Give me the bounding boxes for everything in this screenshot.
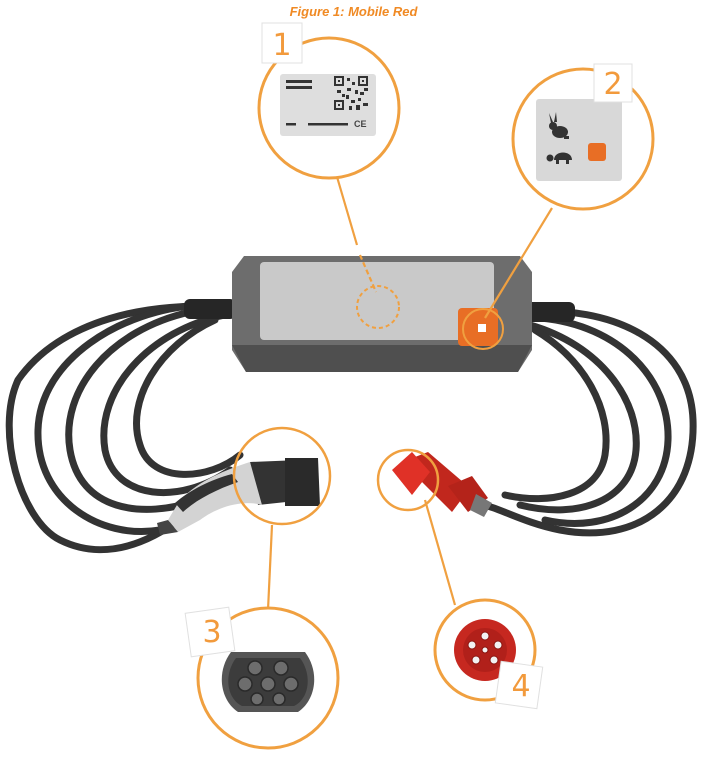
mode-button-led <box>478 324 486 332</box>
callout-4: 4 <box>433 598 544 710</box>
callout-2: 2 <box>511 63 655 211</box>
mode-panel-button <box>588 143 606 161</box>
callout-4-number-box <box>494 660 544 710</box>
leader-lines <box>266 169 553 611</box>
cee-red-plug <box>392 452 492 517</box>
target-circle-4 <box>376 448 440 512</box>
target-circle-1 <box>356 285 400 329</box>
ce-mark: CE <box>354 119 367 129</box>
left-strain-relief <box>184 299 236 319</box>
callout-3-number: 3 <box>202 615 221 650</box>
callout-1: CE 1 <box>257 22 401 180</box>
callout-4-number: 4 <box>511 669 530 704</box>
rabbit-icon <box>549 112 569 139</box>
control-box-panel <box>260 262 494 340</box>
callout-2-number: 2 <box>603 67 622 102</box>
target-circle-2 <box>462 308 504 350</box>
turtle-icon <box>546 152 572 164</box>
type2-pins <box>237 660 299 706</box>
right-cable <box>476 307 697 537</box>
cee-pins <box>467 631 503 665</box>
qr-code-icon <box>334 76 368 110</box>
left-cable <box>5 301 244 554</box>
mode-panel <box>536 99 622 181</box>
figure-title: Figure 1: Mobile Red <box>289 4 418 19</box>
callout-3: 3 <box>184 606 340 750</box>
target-circle-3 <box>232 426 332 526</box>
callout-3-number-box <box>184 606 236 658</box>
right-strain-relief <box>520 302 575 322</box>
callout-2-number-box <box>593 63 633 103</box>
control-box <box>232 256 532 372</box>
callout-1-number-box <box>261 22 303 64</box>
callout-1-number: 1 <box>272 28 291 63</box>
type2-connector <box>157 458 320 535</box>
